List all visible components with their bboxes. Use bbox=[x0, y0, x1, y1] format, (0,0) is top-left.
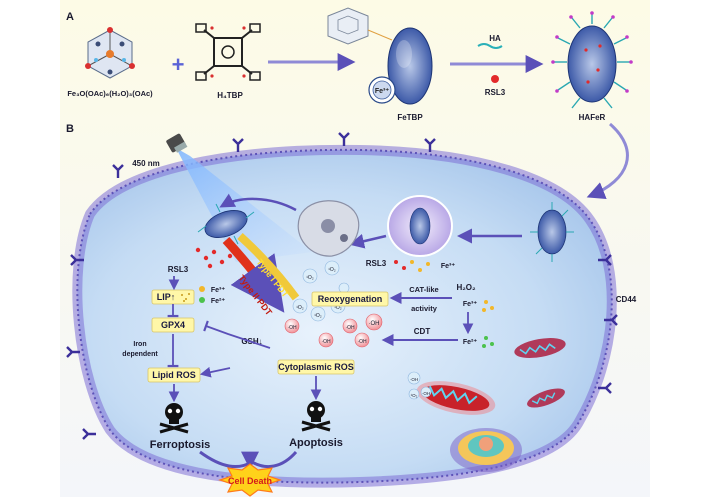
cat-like-label-1: CAT-like bbox=[409, 285, 438, 294]
hydroxyl-3: ·OH bbox=[321, 339, 331, 345]
gpx4-label: GPX4 bbox=[161, 320, 185, 330]
light-beam bbox=[176, 148, 312, 262]
fe2-left-label: Fe²⁺ bbox=[211, 298, 226, 305]
porphyrin-ligand-icon bbox=[195, 23, 261, 81]
fe3-top-label: Fe³⁺ bbox=[441, 263, 456, 270]
hydroxyl-5: ·OH bbox=[369, 321, 380, 327]
rsl3-reagent-label: RSL3 bbox=[485, 88, 506, 97]
cell-death-label: Cell Death bbox=[228, 476, 272, 486]
lysosome-icon bbox=[297, 200, 360, 257]
activated-nanoparticle-icon bbox=[197, 203, 255, 245]
mitochondrion-large-icon bbox=[416, 381, 496, 415]
singlet-o2-3: ¹O₂ bbox=[296, 305, 304, 311]
fe3-right-dots bbox=[482, 300, 494, 312]
singlet-o2-1: ¹O₂ bbox=[306, 275, 314, 281]
fe3-left-label: Fe³⁺ bbox=[211, 287, 226, 294]
singlet-o2-4: ¹O₂ bbox=[314, 313, 322, 319]
hydroxyl-4: ·OH bbox=[357, 339, 367, 345]
apoptosis-label: Apoptosis bbox=[289, 437, 343, 449]
cell-membrane bbox=[76, 148, 613, 484]
endosome-icon bbox=[387, 195, 453, 257]
fe3-in-mof-label: Fe³⁺ bbox=[375, 88, 390, 95]
apoptosis-skull-icon bbox=[301, 401, 331, 432]
reoxygenation-label: Reoxygenation bbox=[318, 294, 383, 304]
cd44-label: CD44 bbox=[616, 295, 637, 304]
ligand-label: H₄TBP bbox=[217, 91, 243, 100]
cdt-label: CDT bbox=[414, 327, 431, 336]
fe3-left-dot bbox=[199, 286, 205, 292]
light-wavelength-label: 450 nm bbox=[132, 159, 160, 168]
hydroxyl-mito-2: ·OH bbox=[422, 391, 430, 396]
rsl3-left-label: RSL3 bbox=[168, 265, 189, 274]
iron-dependent-label-1: Iron bbox=[133, 341, 146, 348]
fe3-right-label: Fe³⁺ bbox=[463, 301, 478, 308]
singlet-o2-2: ¹O₂ bbox=[328, 267, 336, 273]
mitochondrion-small-icon bbox=[527, 388, 565, 408]
cyto-ros-box bbox=[277, 359, 355, 375]
ha-chain-icon bbox=[477, 43, 503, 49]
type2-pdt-ribbon bbox=[237, 233, 300, 301]
uptake-arrow bbox=[586, 122, 629, 199]
rsl3-right-label: RSL3 bbox=[366, 259, 387, 268]
fetbp-label: FeTBP bbox=[397, 113, 423, 122]
iron-dependent-label-2: dependent bbox=[122, 351, 158, 358]
plus-sign: + bbox=[172, 52, 185, 77]
fe2-left-dot bbox=[199, 297, 205, 303]
type1-pdt-ribbon bbox=[222, 236, 285, 313]
to-activated-arrow bbox=[219, 193, 297, 212]
fe2-right-label: Fe²⁺ bbox=[463, 339, 478, 346]
rsl3-dot-icon bbox=[491, 75, 499, 83]
fe2-right-dots bbox=[482, 336, 494, 348]
ha-label: HA bbox=[489, 34, 501, 43]
nucleus-icon bbox=[450, 428, 522, 472]
panel-a-letter: A bbox=[66, 11, 74, 23]
cd44-receptors bbox=[66, 132, 618, 440]
mitochondrion-right-icon bbox=[514, 338, 566, 358]
hydroxyl-2: ·OH bbox=[345, 325, 355, 331]
release-arrow bbox=[349, 233, 387, 249]
h2o2-label: H₂O₂ bbox=[456, 283, 476, 292]
cyto-to-lipid-arrow bbox=[199, 366, 231, 378]
incoming-nanoparticle-icon bbox=[530, 202, 574, 262]
lamp-icon bbox=[166, 133, 188, 153]
gsh-depletion-line bbox=[203, 320, 271, 349]
reoxygenation-box bbox=[311, 291, 389, 307]
singlet-o2-5: ¹O₂ bbox=[334, 305, 342, 311]
fe-cluster-icon bbox=[85, 27, 135, 79]
ros-near-mito bbox=[407, 371, 432, 400]
hydroxyl-1: ·OH bbox=[287, 325, 297, 331]
ferroptosis-label: Ferroptosis bbox=[150, 439, 211, 451]
cell-body bbox=[72, 144, 617, 488]
panel-b-letter: B bbox=[66, 123, 74, 135]
cell-death-burst bbox=[218, 463, 282, 497]
hafer-nanoparticle-icon bbox=[551, 11, 633, 109]
lipid-ros-label: Lipid ROS bbox=[152, 370, 196, 380]
cyto-ros-label: Cytoplasmic ROS bbox=[278, 362, 354, 372]
singlet-o2-mito: ¹O₂ bbox=[411, 393, 418, 398]
hafer-label: HAFeR bbox=[579, 113, 606, 122]
hydroxyl-mito-1: ·OH bbox=[410, 377, 418, 382]
ferroptosis-skull-icon bbox=[159, 403, 189, 434]
lip-dots bbox=[181, 293, 190, 302]
fetbp-mof-icon bbox=[327, 7, 433, 105]
rsl3-fe-dots-right bbox=[394, 260, 430, 272]
cat-like-label-2: activity bbox=[411, 304, 438, 313]
lip-label: LIP↑ bbox=[157, 292, 176, 302]
precursor-label: Fe₃O(OAc)₆(H₂O)₃(OAc) bbox=[67, 89, 153, 98]
gpx4-box bbox=[151, 317, 195, 333]
